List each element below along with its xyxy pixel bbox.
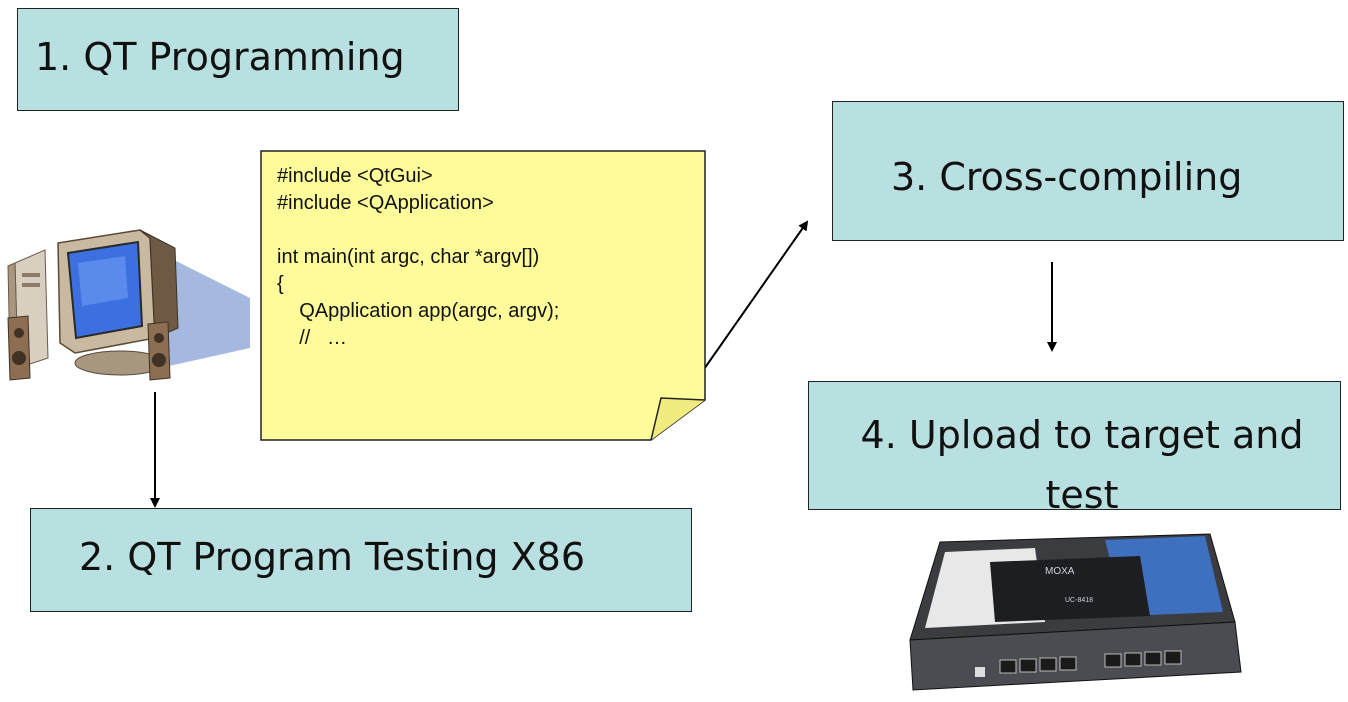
step-3-label: 3. Cross-compiling: [891, 155, 1243, 199]
code-line: // …: [277, 327, 348, 349]
code-snippet: #include <QtGui> #include <QApplication>…: [277, 163, 559, 352]
device-model-label: UC-8418: [1065, 597, 1093, 604]
step-1-label: 1. QT Programming: [35, 35, 405, 79]
desktop-computer-icon: [7, 229, 250, 381]
code-line: {: [277, 273, 284, 295]
step-2-box: 2. QT Program Testing X86: [30, 508, 692, 612]
step-4-box: 4. Upload to target and test: [808, 381, 1341, 510]
embedded-device-icon: MOXA UC-8418: [909, 533, 1242, 691]
step-1-box: 1. QT Programming: [17, 8, 459, 111]
code-line: #include <QtGui>: [277, 165, 433, 187]
step-2-label: 2. QT Program Testing X86: [79, 535, 586, 579]
code-line: [277, 217, 559, 244]
device-brand-label: MOXA: [1045, 566, 1075, 577]
code-line: int main(int argc, char *argv[]): [277, 246, 540, 268]
code-line: QApplication app(argc, argv);: [277, 300, 560, 322]
code-line: #include <QApplication>: [277, 192, 494, 214]
arrow-code-to-crosscompile: [701, 220, 809, 373]
code-note-icon: [260, 150, 706, 441]
step-3-box: 3. Cross-compiling: [832, 101, 1344, 241]
step-4-label: 4. Upload to target and test: [860, 413, 1304, 510]
